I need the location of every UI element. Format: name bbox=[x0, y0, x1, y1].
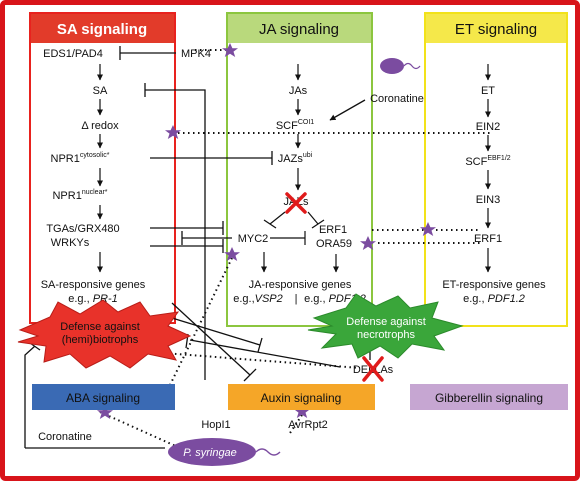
crosstalk-lines bbox=[24, 46, 377, 432]
et-erf1: ERF1 bbox=[474, 233, 502, 245]
ja-jazs-ubi: JAZsubi bbox=[278, 152, 313, 165]
ja-panel: JA signaling bbox=[226, 12, 373, 327]
defense-biotrophs-burst: Defense against (hemi)biotrophs bbox=[17, 299, 192, 369]
defense-necrotrophs-burst: Defense against necrotrophs bbox=[307, 293, 464, 359]
et-genes: ET-responsive genes bbox=[442, 279, 546, 291]
et-eg: e.g., PDF1.2 bbox=[463, 293, 525, 305]
ja-eg-vsp2: e.g.,VSP2 bbox=[233, 293, 283, 305]
psyringae-bacterium-icon bbox=[168, 438, 256, 466]
auxin-label: Auxin signaling bbox=[261, 391, 342, 405]
star-icon-erf1 bbox=[420, 222, 436, 236]
ja-ora59: ORA59 bbox=[316, 238, 352, 250]
sa-redox: Δ redox bbox=[81, 120, 119, 132]
dellas-degraded-x-icon bbox=[362, 356, 384, 382]
et-ein3: EIN3 bbox=[476, 194, 500, 206]
star-icon-auxin bbox=[294, 404, 310, 418]
sa-genes: SA-responsive genes bbox=[41, 279, 146, 291]
sa-tgas: TGAs/GRX480 bbox=[46, 223, 119, 235]
bacterium-icon bbox=[380, 58, 404, 74]
sa-npr1-nuclear: NPR1nuclear* bbox=[52, 189, 107, 202]
et-ein2: EIN2 bbox=[476, 121, 500, 133]
ja-erf1: ERF1 bbox=[319, 224, 347, 236]
ja-pathway: JAs SCFCOI1 JAZsubi JAZs MYC2 ERF1 ORA59… bbox=[233, 85, 366, 305]
ja-arrows bbox=[261, 64, 339, 273]
avrrpt2-label: AvrRpt2 bbox=[288, 419, 328, 431]
aba-box: ABA signaling bbox=[32, 384, 175, 410]
hopi1-label: HopI1 bbox=[201, 419, 230, 431]
coronatine-bottom-label: Coronatine bbox=[38, 431, 92, 443]
mpk4-label: MPK4 bbox=[181, 48, 211, 60]
psyringae-label: P. syringae bbox=[183, 447, 237, 459]
gibberellin-label: Gibberellin signaling bbox=[435, 391, 543, 405]
star-icon-redox bbox=[165, 125, 181, 139]
sa-pathway: EDS1/PAD4 SA Δ redox NPR1cytosolic* NPR1… bbox=[41, 48, 146, 305]
auxin-box: Auxin signaling bbox=[228, 384, 375, 410]
dellas-group: DELLAs bbox=[353, 356, 394, 382]
effector-stars bbox=[97, 43, 436, 419]
sa-eg: e.g., PR-1 bbox=[68, 293, 118, 305]
ja-jas: JAs bbox=[289, 85, 308, 97]
defense-biotrophs-line2: (hemi)biotrophs bbox=[62, 334, 139, 346]
coronatine-top-label: Coronatine bbox=[370, 93, 424, 105]
star-icon-mpk4 bbox=[222, 43, 238, 57]
psyringae-group: P. syringae bbox=[168, 438, 281, 466]
ja-genes: JA-responsive genes bbox=[249, 279, 352, 291]
et-title: ET signaling bbox=[455, 21, 537, 38]
sa-title: SA signaling bbox=[57, 21, 147, 38]
ja-myc2: MYC2 bbox=[238, 233, 269, 245]
star-icon-ora59 bbox=[360, 236, 376, 250]
aba-label: ABA signaling bbox=[66, 391, 140, 405]
sa-npr1-cytosolic: NPR1cytosolic* bbox=[51, 152, 110, 165]
coronatine-top-group: Coronatine bbox=[370, 58, 424, 105]
et-panel: ET signaling bbox=[424, 12, 568, 327]
jazs-degraded-x-icon bbox=[285, 192, 307, 214]
et-et: ET bbox=[481, 85, 495, 97]
gibberellin-box: Gibberellin signaling bbox=[410, 384, 568, 410]
defense-necrotrophs-line2: necrotrophs bbox=[357, 329, 416, 341]
et-pathway: ET EIN2 SCFEBF1/2 EIN3 ERF1 ET-responsiv… bbox=[442, 85, 546, 305]
star-icon-aba bbox=[97, 405, 113, 419]
sa-eds1pad4: EDS1/PAD4 bbox=[43, 48, 103, 60]
ja-eg-separator: | bbox=[295, 293, 298, 305]
star-icon-myc2 bbox=[224, 247, 240, 261]
dotted-links bbox=[99, 49, 490, 449]
defense-necrotrophs-line1: Defense against bbox=[346, 316, 426, 328]
et-scf: SCFEBF1/2 bbox=[465, 155, 510, 168]
defense-biotrophs-line1: Defense against bbox=[60, 321, 140, 333]
sa-sa: SA bbox=[93, 85, 108, 97]
ja-scf: SCFCOI1 bbox=[276, 119, 314, 132]
sa-wrkys: WRKYs bbox=[51, 237, 90, 249]
ja-title: JA signaling bbox=[259, 21, 339, 38]
